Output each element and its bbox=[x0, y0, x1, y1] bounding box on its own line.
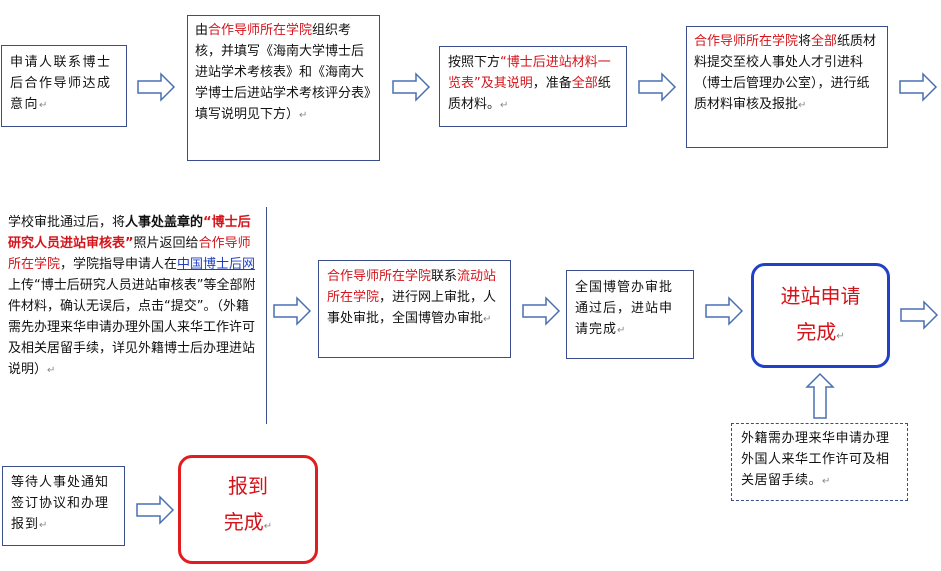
step-online-approval: 合作导师所在学院联系流动站所在学院，进行网上审批，人事处审批，全国博管办审批↵ bbox=[318, 260, 511, 358]
foreign-applicant-note: 外籍需办理来华申请办理外国人来华工作许可及相关居留手续。↵ bbox=[731, 423, 908, 501]
stamp-highlight: 人事处盖章的 bbox=[125, 215, 204, 230]
step-online-upload: 学校审批通过后，将人事处盖章的“博士后研究人员进站审核表”照片返回给合作导师所在… bbox=[0, 207, 267, 424]
text-part: 联系 bbox=[431, 269, 458, 284]
text-part: ，学院指导申请人在 bbox=[60, 257, 178, 272]
arrow-right-icon bbox=[392, 72, 431, 102]
arrow-right-icon bbox=[705, 296, 744, 326]
step-wait-notification: 等待人事处通知签订协议和办理报到↵ bbox=[2, 466, 125, 546]
arrow-up-icon bbox=[805, 372, 835, 419]
check-in-complete: 报到 完成↵ bbox=[178, 455, 318, 564]
step-contact-supervisor: 申请人联系博士后合作导师达成意向↵ bbox=[1, 45, 127, 127]
review-form-highlight: “博士后研究人员进站审核表” bbox=[8, 215, 251, 251]
arrow-right-icon bbox=[273, 296, 312, 326]
text-part: 由 bbox=[195, 23, 209, 38]
arrow-right-icon bbox=[137, 72, 176, 102]
step-college-assessment: 由合作导师所在学院组织考核，并填写《海南大学博士后进站学术考核表》和《海南大学博… bbox=[187, 15, 380, 161]
entry-application-complete: 进站申请 完成↵ bbox=[751, 263, 890, 368]
all-highlight: 全部 bbox=[811, 34, 838, 49]
text-part: 纸质材料提交至校人事处人才引进科（博士后管理办公室），进行纸质材料审核及报批 bbox=[694, 34, 877, 112]
china-postdoc-link[interactable]: 中国博士后网 bbox=[177, 257, 256, 272]
station-college-highlight: 流动站所在学院 bbox=[327, 269, 497, 305]
check-in-line2: 完成 bbox=[223, 510, 264, 534]
step-contact-supervisor-text: 申请人联系博士后合作导师达成意向 bbox=[10, 55, 112, 112]
college-highlight: 合作导师所在学院 bbox=[208, 23, 313, 38]
text-part: ，准备 bbox=[532, 76, 572, 91]
step-prepare-materials: 按照下方“博士后进站材料一览表”及其说明，准备全部纸质材料。↵ bbox=[439, 46, 627, 127]
arrow-right-icon bbox=[900, 300, 939, 330]
text-part: 等待人事处通知签订协议和办理报到 bbox=[11, 475, 110, 532]
text-part: 纸质材料。 bbox=[448, 76, 611, 112]
text-part: 照片返回给 bbox=[133, 236, 199, 251]
college-highlight: 合作导师所在学院 bbox=[694, 34, 799, 49]
materials-list-highlight: “博士后进站材料一览表”及其说明 bbox=[448, 55, 611, 91]
step-submit-materials: 合作导师所在学院将全部纸质材料提交至校人事处人才引进科（博士后管理办公室），进行… bbox=[686, 26, 888, 148]
text-part: 将 bbox=[798, 34, 812, 49]
college-highlight: 合作导师所在学院 bbox=[327, 269, 432, 284]
check-in-line1: 报到 bbox=[228, 474, 268, 498]
entry-complete-line1: 进站申请 bbox=[780, 284, 861, 308]
all-highlight: 全部 bbox=[571, 76, 598, 91]
text-part: 学校审批通过后，将 bbox=[8, 215, 126, 230]
arrow-right-icon bbox=[522, 296, 561, 326]
arrow-right-icon bbox=[638, 72, 677, 102]
step-national-approval: 全国博管办审批通过后，进站申请完成↵ bbox=[566, 270, 694, 359]
arrow-right-icon bbox=[136, 495, 175, 525]
text-part: 按照下方 bbox=[448, 55, 501, 70]
text-part: 外籍需办理来华申请办理外国人来华工作许可及相关居留手续。 bbox=[741, 431, 890, 488]
college-highlight: 合作导师所在学院 bbox=[8, 236, 251, 272]
text-part: 上传“博士后研究人员进站审核表”等全部附件材料，确认无误后，点击“提交”。（外籍… bbox=[8, 278, 256, 377]
text-part: 全国博管办审批通过后，进站申请完成 bbox=[575, 280, 674, 337]
entry-complete-line2: 完成 bbox=[796, 320, 837, 344]
text-part: ，进行网上审批，人事处审批，全国博管办审批 bbox=[327, 290, 497, 326]
arrow-right-icon bbox=[899, 72, 938, 102]
text-part: 组织考核，并填写《海南大学博士后进站学术考核表》和《海南大学博士后进站学术考核评… bbox=[195, 23, 371, 122]
